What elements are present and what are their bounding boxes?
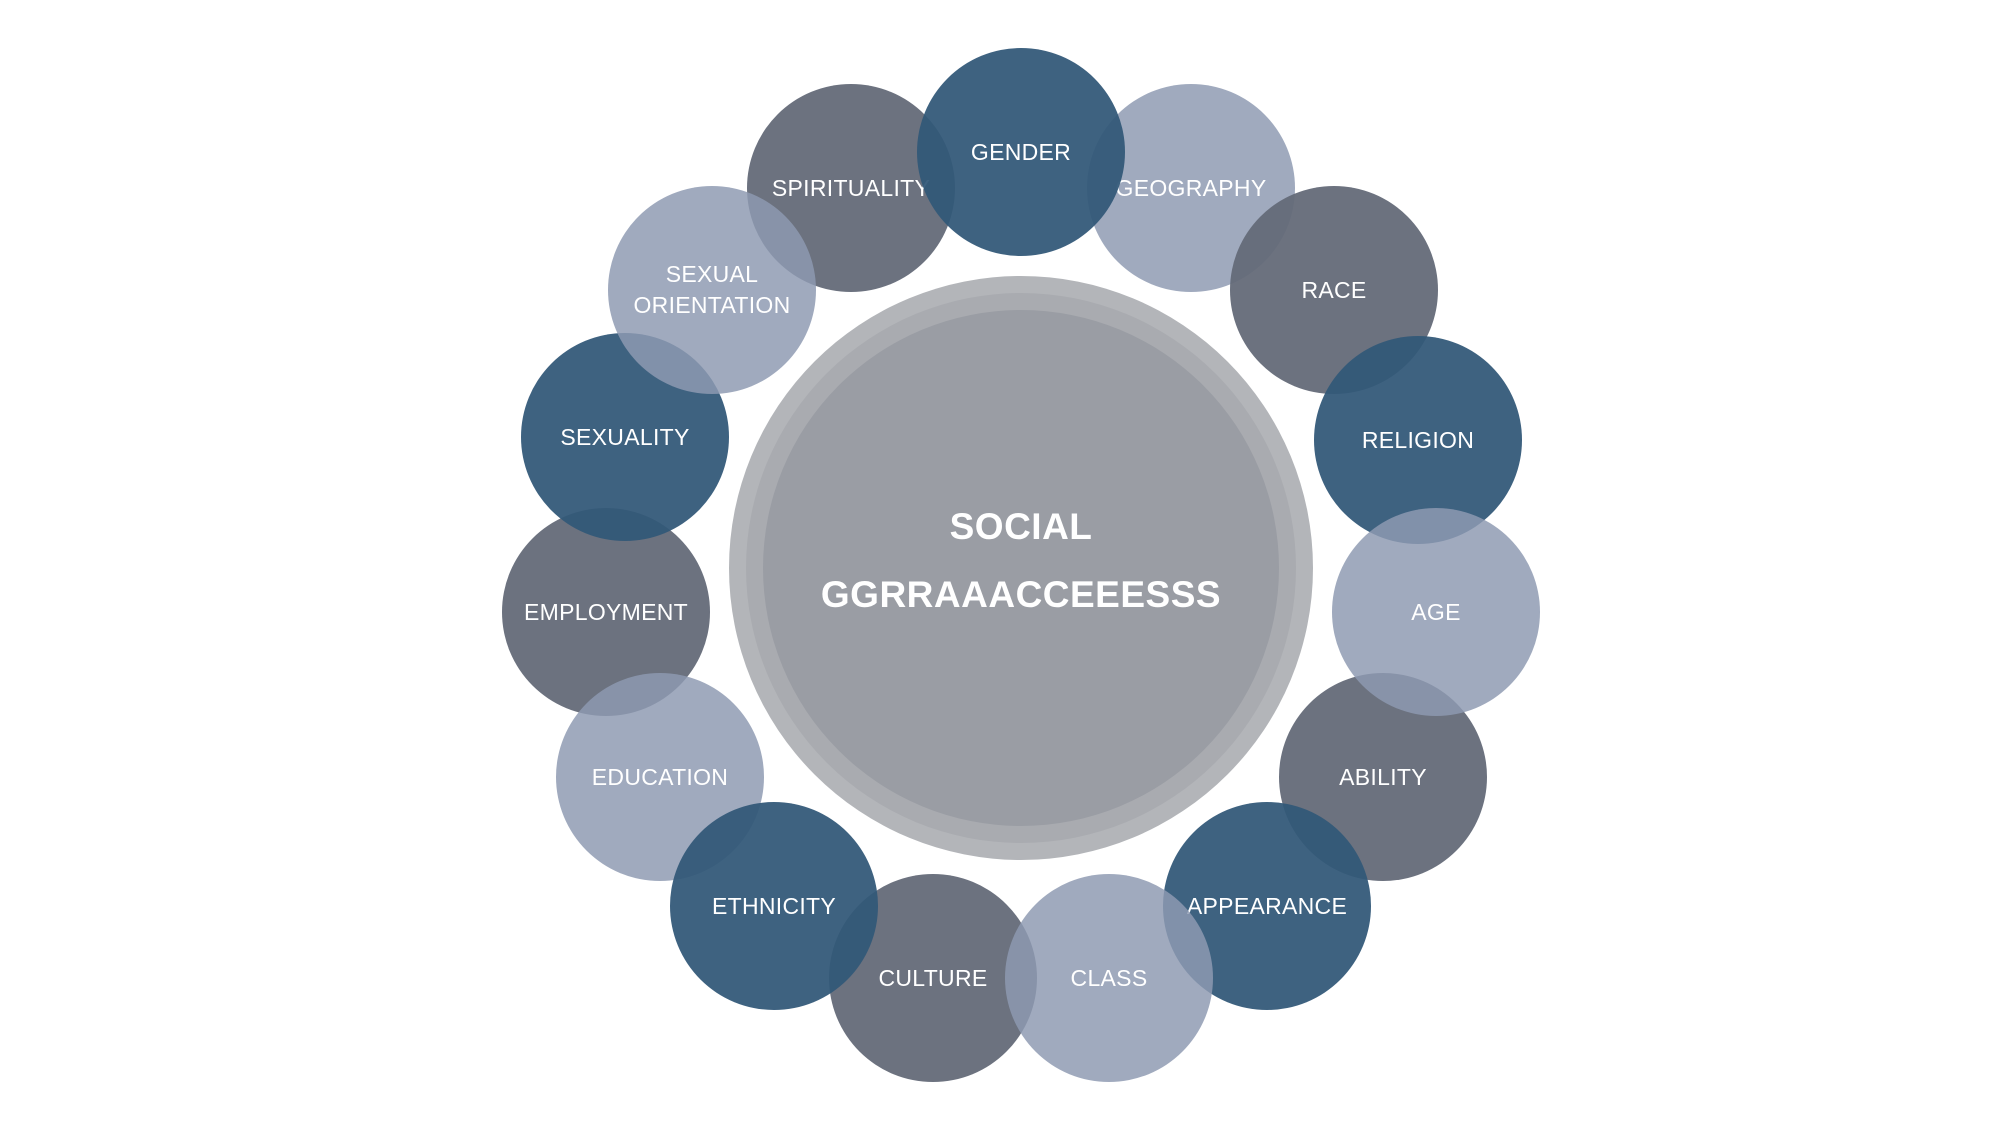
node-label-appearance: APPEARANCE	[1186, 892, 1348, 919]
node-label-employment: EMPLOYMENT	[523, 598, 689, 625]
node-label-spirituality: SPIRITUALITY	[771, 174, 931, 201]
node-label-sexuality: SEXUALITY	[560, 423, 690, 450]
node-label-ability: ABILITY	[1339, 763, 1427, 790]
node-gender: GENDER	[917, 48, 1125, 256]
node-sexuality: SEXUALITY	[521, 333, 729, 541]
node-label-education: EDUCATION	[591, 763, 729, 790]
node-label-gender: GENDER	[970, 138, 1072, 165]
node-label-sexual-orientation-line2: ORIENTATION	[633, 292, 791, 318]
node-class: CLASS	[1005, 874, 1213, 1082]
node-label-race: RACE	[1301, 276, 1367, 303]
node-age: AGE	[1332, 508, 1540, 716]
node-label-sexual-orientation: SEXUAL ORIENTATION	[633, 259, 790, 321]
center-title-line1: SOCIAL	[949, 506, 1093, 547]
node-label-culture: CULTURE	[878, 964, 988, 991]
node-label-religion: RELIGION	[1361, 426, 1475, 453]
center-circle	[763, 310, 1279, 826]
node-label-ethnicity: ETHNICITY	[711, 892, 837, 919]
center-title-line2: GGRRAAACCEEESSS	[820, 574, 1222, 615]
node-sexual-orientation: SEXUAL ORIENTATION	[608, 186, 816, 394]
node-label-geography: GEOGRAPHY	[1115, 174, 1267, 201]
node-label-age: AGE	[1411, 598, 1461, 625]
node-label-class: CLASS	[1070, 964, 1148, 991]
node-religion: RELIGION	[1314, 336, 1522, 544]
node-ethnicity: ETHNICITY	[670, 802, 878, 1010]
node-label-sexual-orientation-line1: SEXUAL	[665, 261, 759, 287]
